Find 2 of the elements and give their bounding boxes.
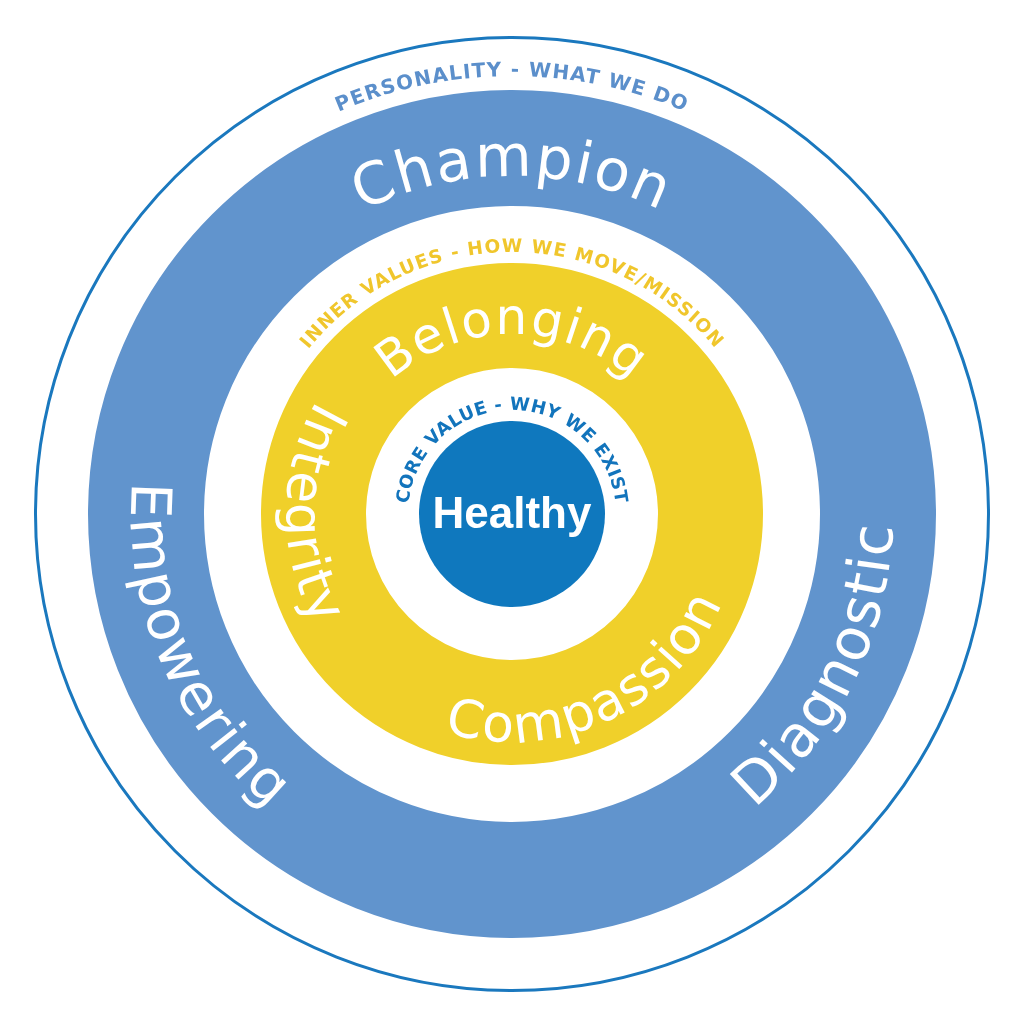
curved-label: Champion <box>341 121 684 224</box>
disc-label: Healthy <box>432 491 592 536</box>
